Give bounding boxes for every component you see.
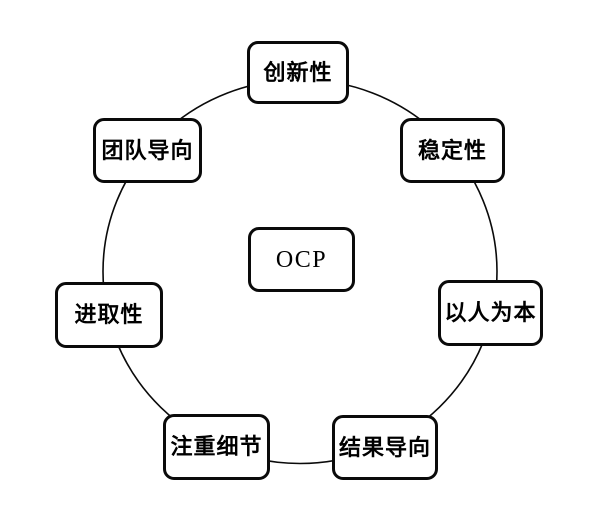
node-label: 注重细节: [170, 434, 263, 460]
node-label: 团队导向: [101, 137, 194, 164]
node-people-oriented: 以人为本: [438, 280, 543, 346]
node-label: 稳定性: [417, 137, 487, 164]
node-stability: 稳定性: [400, 118, 505, 183]
node-center-ocp: OCP: [248, 227, 355, 292]
node-team-oriented: 团队导向: [93, 118, 202, 183]
center-label: OCP: [275, 246, 328, 273]
node-label: 创新性: [263, 59, 333, 86]
node-enterprising: 进取性: [55, 282, 163, 348]
node-label: 以人为本: [444, 300, 537, 326]
node-innovation: 创新性: [247, 41, 349, 104]
node-label: 结果导向: [338, 434, 431, 461]
node-result-oriented: 结果导向: [332, 415, 438, 480]
node-label: 进取性: [74, 302, 144, 328]
node-attention-to-detail: 注重细节: [163, 414, 270, 480]
